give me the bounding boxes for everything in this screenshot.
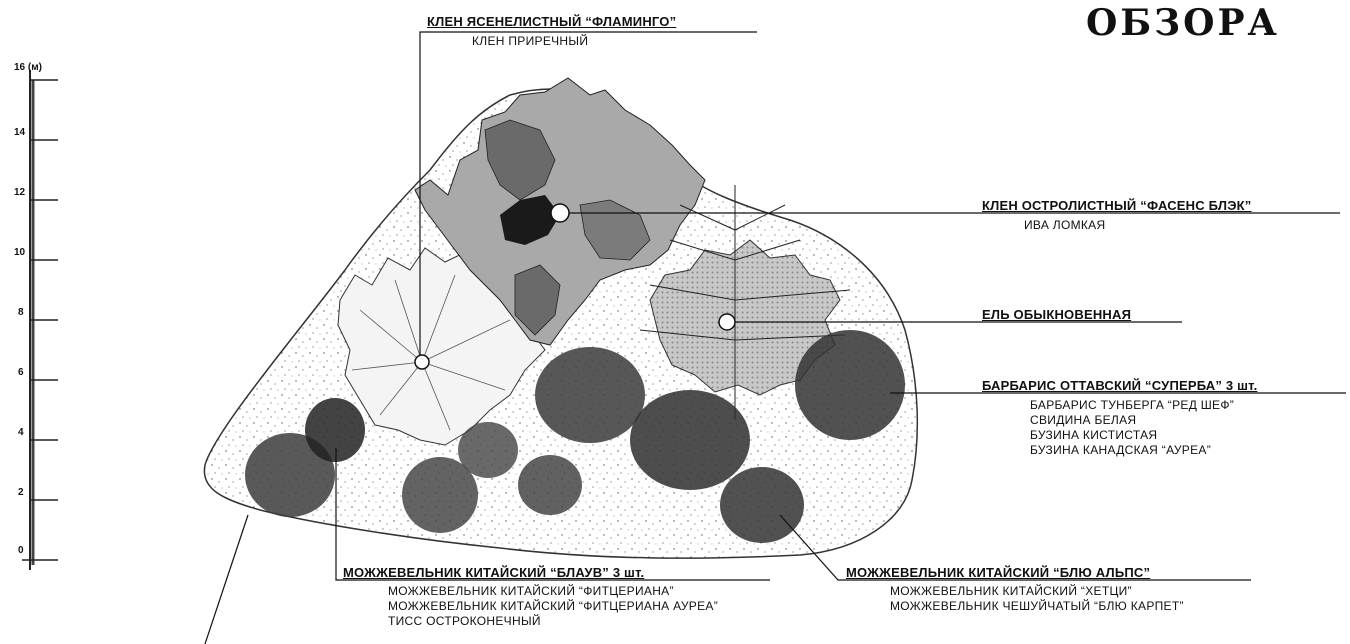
maple-faassens-marker: [551, 204, 569, 222]
callout-juniper-blaauw-alt: ТИСС ОСТРОКОНЕЧНЫЙ: [388, 614, 718, 629]
scale-tick: 2: [18, 487, 24, 498]
callout-barberry-title: БАРБАРИС ОТТАВСКИЙ “СУПЕРБА” 3 шт.: [982, 378, 1257, 393]
callout-maple-flamingo-title: КЛЕН ЯСЕНЕЛИСТНЫЙ “ФЛАМИНГО”: [427, 14, 676, 29]
callout-juniper-blue-alps-alt: МОЖЖЕВЕЛЬНИК ЧЕШУЙЧАТЫЙ “БЛЮ КАРПЕТ”: [890, 599, 1184, 614]
page-title: ОБЗОРА: [1086, 2, 1280, 44]
callout-maple-faassens-alt: ИВА ЛОМКАЯ: [1024, 218, 1105, 232]
callout-barberry-alt: БАРБАРИС ТУНБЕРГА “РЕД ШЕФ”: [1030, 398, 1234, 413]
height-scale: [22, 70, 58, 570]
callout-maple-flamingo-alt: КЛЕН ПРИРЕЧНЫЙ: [472, 34, 588, 48]
callout-juniper-blaauw-title: МОЖЖЕВЕЛЬНИК КИТАЙСКИЙ “БЛАУВ” 3 шт.: [343, 565, 644, 580]
callout-barberry-alt: СВИДИНА БЕЛАЯ: [1030, 413, 1234, 428]
callout-barberry-alt: БУЗИНА КАНАДСКАЯ “АУРЕА”: [1030, 443, 1234, 458]
spruce-marker: [719, 314, 735, 330]
callout-maple-faassens-title: КЛЕН ОСТРОЛИСТНЫЙ “ФАСЕНС БЛЭК”: [982, 198, 1251, 213]
callout-juniper-blue-alps-title: МОЖЖЕВЕЛЬНИК КИТАЙСКИЙ “БЛЮ АЛЬПС”: [846, 565, 1150, 580]
callout-juniper-blaauw-alt-list: МОЖЖЕВЕЛЬНИК КИТАЙСКИЙ “ФИТЦЕРИАНА” МОЖЖ…: [388, 584, 718, 629]
callout-juniper-blaauw-alt: МОЖЖЕВЕЛЬНИК КИТАЙСКИЙ “ФИТЦЕРИАНА АУРЕА…: [388, 599, 718, 614]
maple-flamingo-marker: [415, 355, 429, 369]
callout-barberry-alt-list: БАРБАРИС ТУНБЕРГА “РЕД ШЕФ” СВИДИНА БЕЛА…: [1030, 398, 1234, 458]
callout-juniper-blue-alps-alt-list: МОЖЖЕВЕЛЬНИК КИТАЙСКИЙ “ХЕТЦИ” МОЖЖЕВЕЛЬ…: [890, 584, 1184, 614]
scale-tick: 10: [14, 247, 25, 258]
scale-tick: 14: [14, 127, 25, 138]
callout-juniper-blue-alps-alt: МОЖЖЕВЕЛЬНИК КИТАЙСКИЙ “ХЕТЦИ”: [890, 584, 1184, 599]
scale-tick: 8: [18, 307, 24, 318]
scale-unit-label: 16 (м): [14, 62, 42, 73]
scale-tick: 4: [18, 427, 24, 438]
callout-barberry-alt: БУЗИНА КИСТИСТАЯ: [1030, 428, 1234, 443]
scale-tick: 0: [18, 545, 24, 556]
scale-tick: 12: [14, 187, 25, 198]
callout-juniper-blaauw-alt: МОЖЖЕВЕЛЬНИК КИТАЙСКИЙ “ФИТЦЕРИАНА”: [388, 584, 718, 599]
callout-spruce-title: ЕЛЬ ОБЫКНОВЕННАЯ: [982, 307, 1131, 322]
scale-tick: 6: [18, 367, 24, 378]
